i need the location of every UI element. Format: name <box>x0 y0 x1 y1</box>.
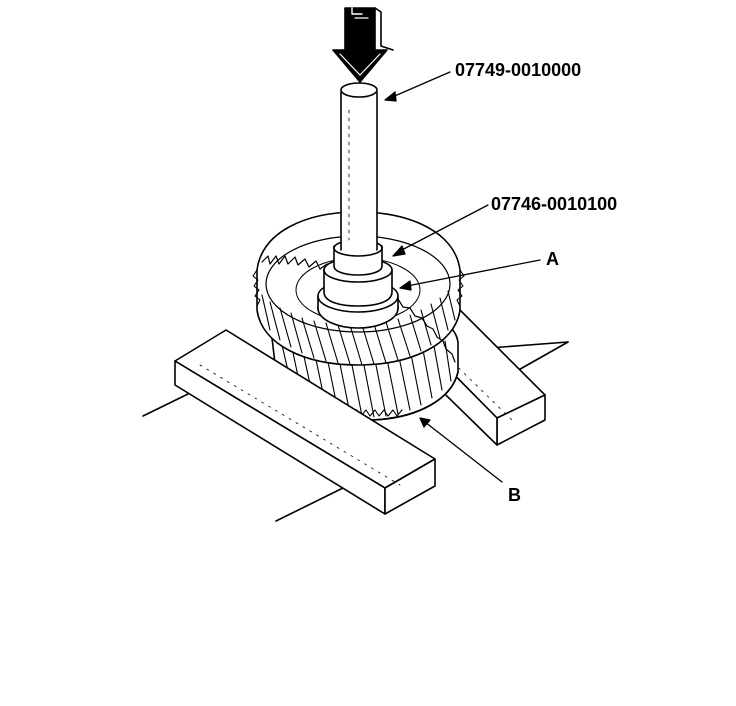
leader-lines <box>384 71 541 483</box>
label-attachment-tool-number: 07746-0010100 <box>491 194 618 214</box>
label-part-b: B <box>508 485 521 505</box>
attachment-collar <box>317 239 399 329</box>
driver-shaft <box>340 82 378 251</box>
label-driver-tool-number: 07749-0010000 <box>455 60 582 80</box>
label-part-a: A <box>546 249 559 269</box>
left-support-block <box>174 329 436 515</box>
press-arrow <box>332 7 394 83</box>
